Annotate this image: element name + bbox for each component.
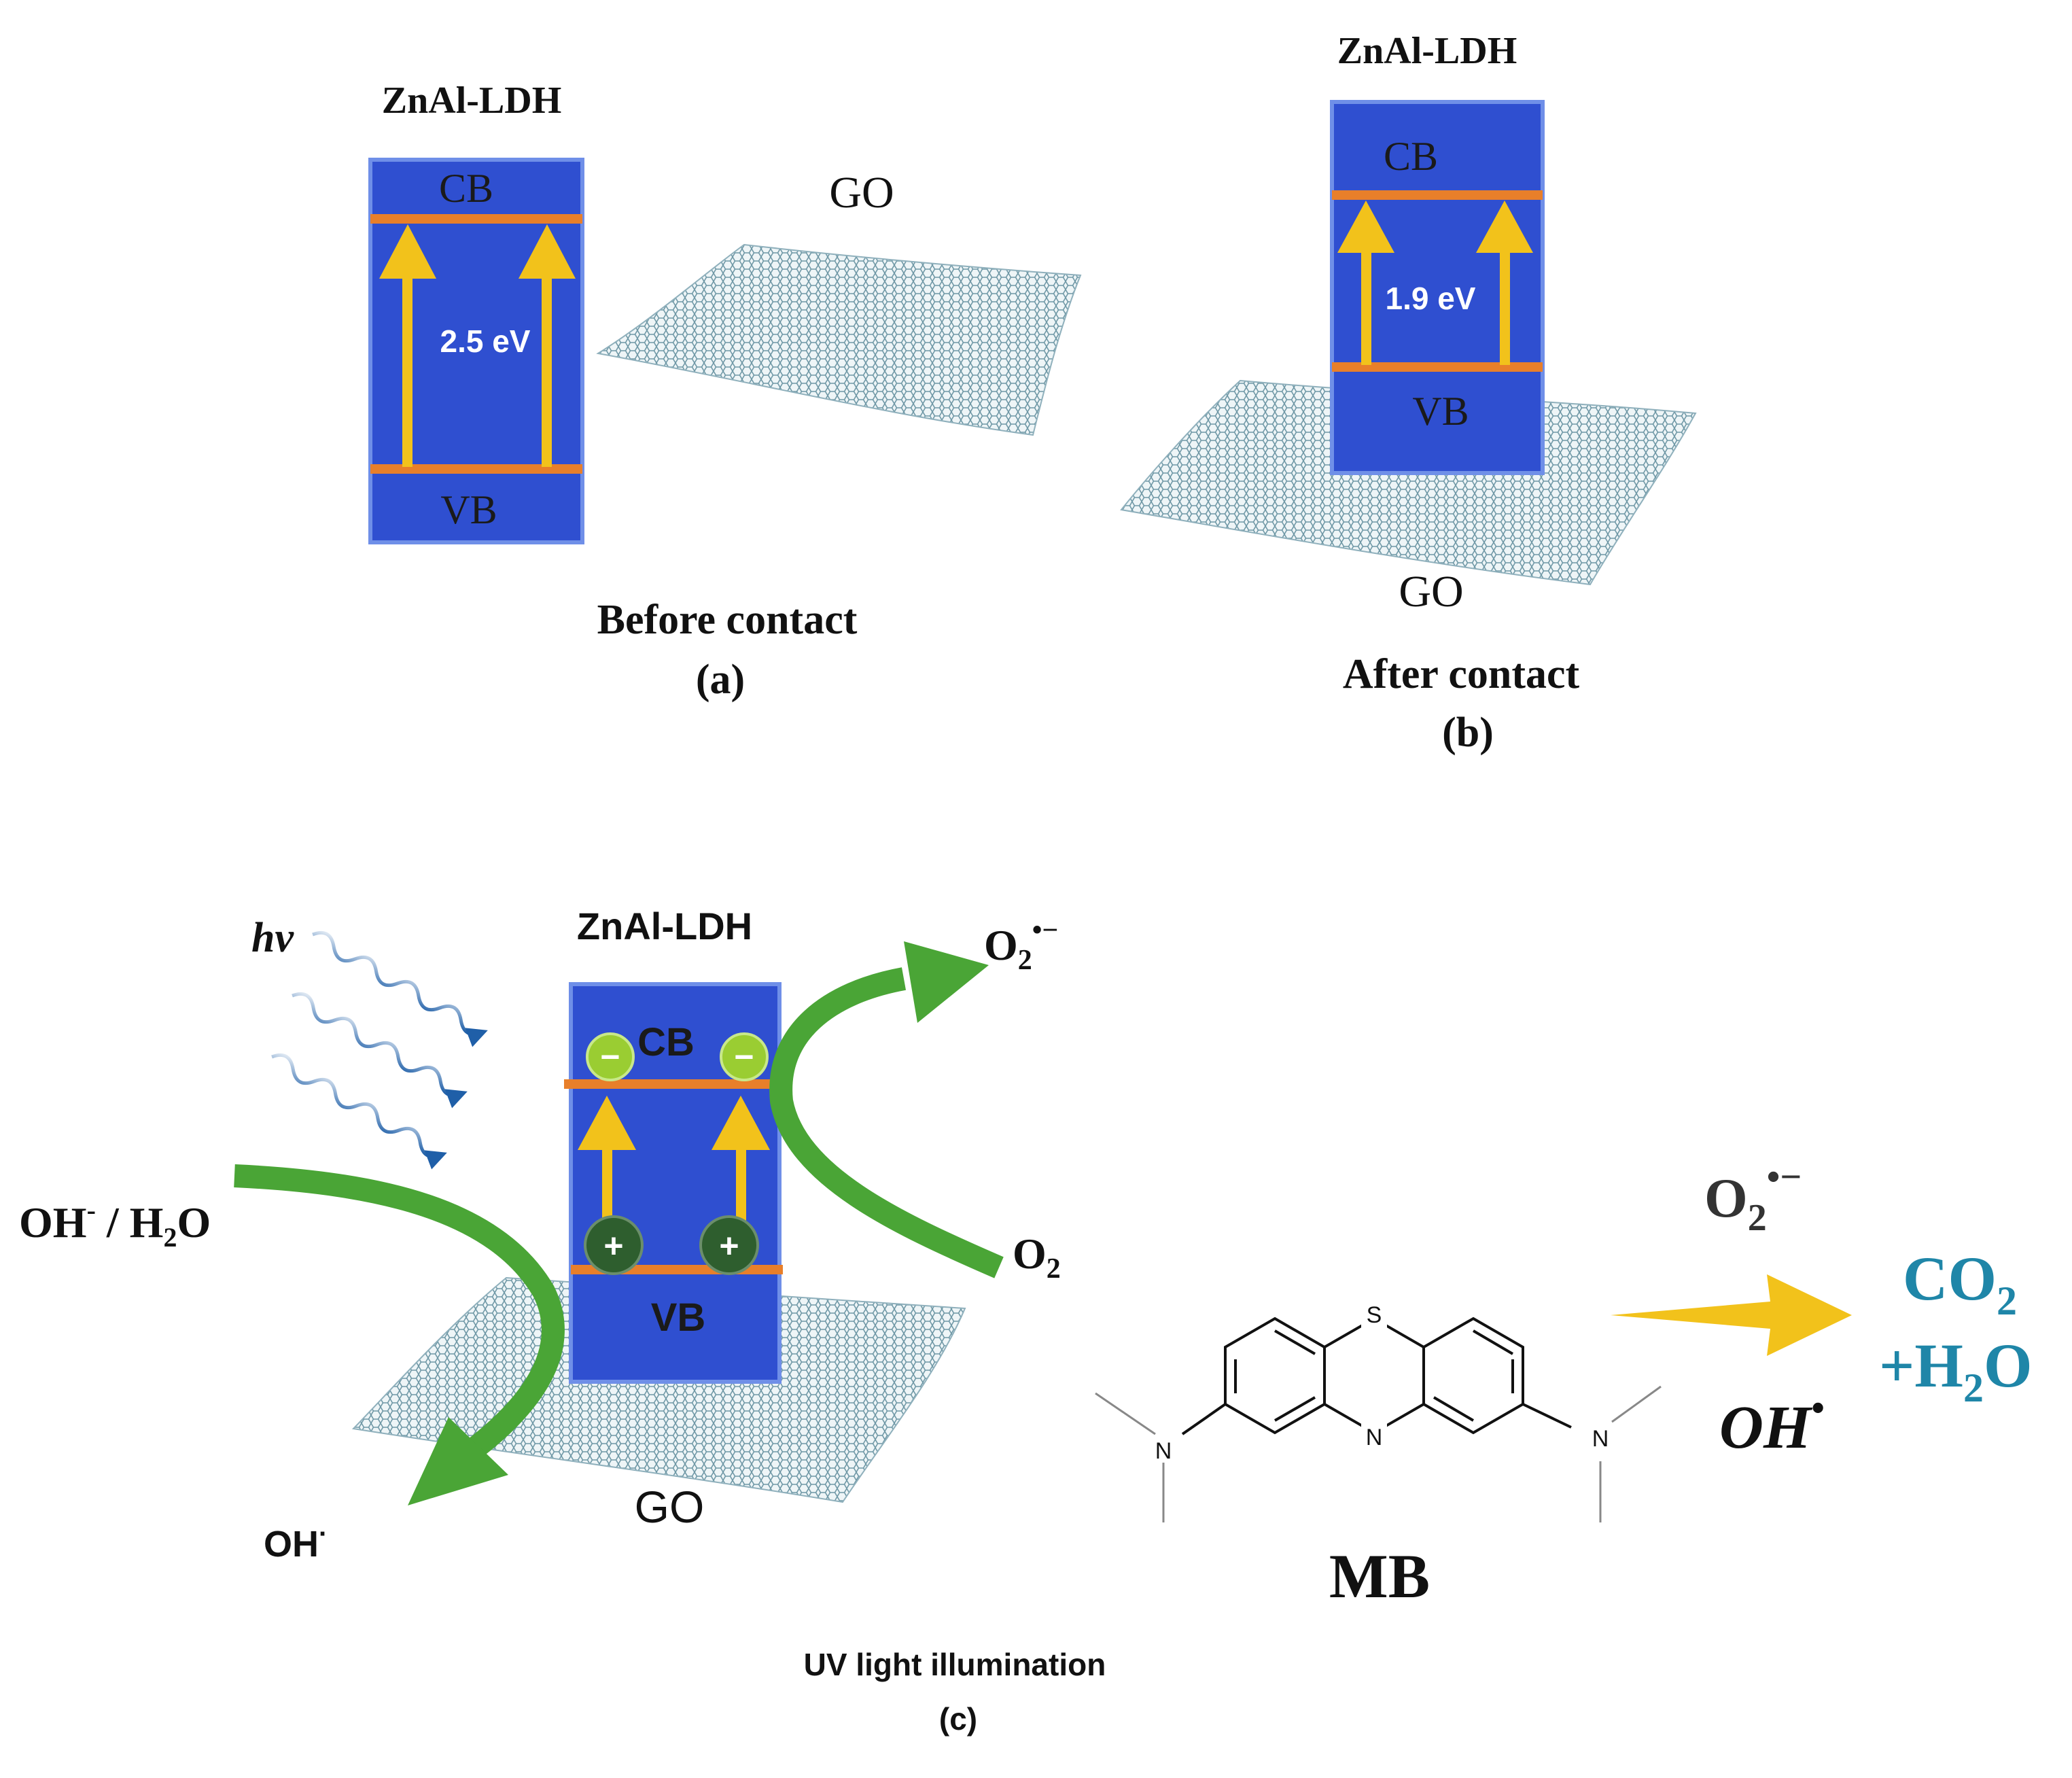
mb-central-ring <box>1323 1317 1425 1435</box>
reagent-bottom-label: OH• <box>1719 1387 1825 1461</box>
panel-a-vb-label: VB <box>440 487 497 532</box>
electron-right: − <box>720 1032 769 1081</box>
panel-b-excitation-arrow-right <box>1476 201 1533 365</box>
mb-atom-n-left: N <box>1155 1438 1172 1464</box>
mb-s-mask <box>1361 1298 1387 1328</box>
panel-c-cb-label: CB <box>637 1020 695 1064</box>
panel-b-letter: (b) <box>1442 710 1494 756</box>
oxidant-in-label: OH- / H2O <box>19 1195 211 1253</box>
hole-right: + <box>699 1215 759 1275</box>
superoxide-label: O2•− <box>984 915 1058 976</box>
panel-b-gap-label: 1.9 eV <box>1386 281 1476 316</box>
panel-a-cb-label: CB <box>439 166 493 211</box>
panel-b-vb-label: VB <box>1412 389 1469 434</box>
oxidation-flow-arrow <box>234 1164 565 1505</box>
panel-c: hv ZnAl-LDH CB VB − − <box>19 905 1106 1737</box>
mb-atom-s: S <box>1367 1302 1382 1328</box>
mb-methyl-bond <box>1095 1392 1156 1435</box>
degradation-arrow <box>1611 1274 1852 1356</box>
mb-right-ring <box>1422 1317 1524 1435</box>
mb-double-bond <box>1274 1329 1316 1355</box>
panel-b-graphene-sheet <box>1120 379 1697 586</box>
panel-b-go-label: GO <box>1399 567 1463 616</box>
panel-a-graphene-sheet <box>596 243 1082 436</box>
product-2-label: +H2O <box>1879 1331 2033 1410</box>
mb-atom-n-right: N <box>1592 1426 1609 1452</box>
panel-b: ZnAl-LDH CB 1.9 eV VB GO After contact (… <box>1120 30 1697 756</box>
oxidant-out-label: OH· <box>264 1519 328 1565</box>
reduction-flow-arrow <box>769 941 1004 1278</box>
photon-wave-1 <box>312 930 488 1047</box>
panel-a-letter: (a) <box>696 657 745 703</box>
mb-double-bond <box>1472 1329 1514 1355</box>
panel-c-light-label: hv <box>251 915 294 961</box>
svg-text:−: − <box>734 1038 754 1076</box>
molecule-label: MB <box>1329 1541 1430 1611</box>
panel-c-caption: UV light illumination <box>804 1647 1106 1682</box>
panel-a-go-label: GO <box>829 168 894 217</box>
panel-c-vb-label: VB <box>651 1295 706 1340</box>
panel-a-gap-label: 2.5 eV <box>440 324 531 359</box>
mb-double-bond <box>1433 1396 1475 1422</box>
svg-text:+: + <box>719 1227 739 1265</box>
panel-b-title: ZnAl-LDH <box>1337 30 1517 72</box>
photon-wave-2 <box>292 992 468 1109</box>
panel-a-caption: Before contact <box>597 597 858 643</box>
svg-text:+: + <box>603 1227 623 1265</box>
panel-c-letter: (c) <box>939 1701 977 1737</box>
mb-double-bond <box>1274 1396 1316 1422</box>
mb-bond <box>1181 1403 1227 1435</box>
panel-a: ZnAl-LDH CB 2.5 eV VB GO Before contact … <box>368 80 1082 703</box>
mb-left-ring <box>1224 1317 1326 1435</box>
panel-c-graphene-sheet <box>351 1276 966 1503</box>
oxygen-in-label: O2 <box>1013 1230 1061 1285</box>
svg-text:−: − <box>600 1038 620 1076</box>
panel-c-title: ZnAl-LDH <box>577 905 752 947</box>
electron-left: − <box>586 1032 635 1081</box>
photon-wave-3 <box>271 1053 447 1170</box>
reagent-top-label: O2•− <box>1704 1156 1802 1239</box>
mb-bond <box>1522 1403 1572 1429</box>
panel-b-caption: After contact <box>1343 651 1580 697</box>
panel-b-excitation-arrow-left <box>1337 201 1394 365</box>
panel-a-excitation-arrow-left <box>379 224 436 467</box>
panel-a-excitation-arrow-right <box>519 224 576 467</box>
hole-left: + <box>584 1215 644 1275</box>
mb-n-mask <box>1361 1420 1387 1449</box>
product-1-label: CO2 <box>1903 1244 2017 1323</box>
mb-methyl-bond <box>1611 1385 1662 1423</box>
panel-b-cb-label: CB <box>1384 134 1438 179</box>
mb-atom-n-center: N <box>1366 1425 1383 1450</box>
panel-a-title: ZnAl-LDH <box>382 80 562 122</box>
mb-structure <box>1095 1317 1662 1522</box>
panel-c-go-label: GO <box>635 1482 705 1532</box>
